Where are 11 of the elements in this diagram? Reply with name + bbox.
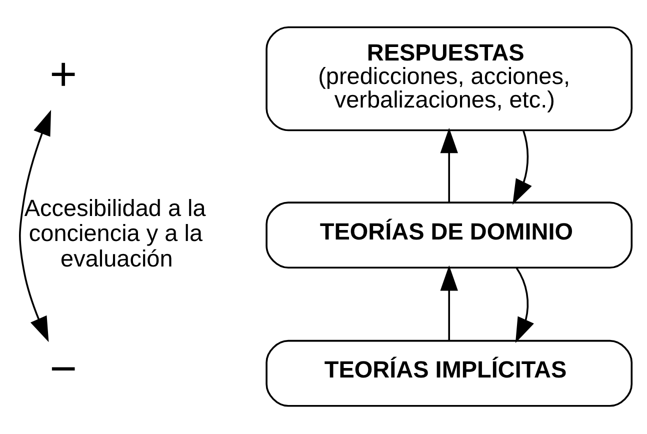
node-text: + [50,47,78,100]
edge-label: Accesibilidad a la conciencia y a la evaluación [24,194,206,272]
arrow [515,268,534,343]
node-box: TEORÍAS IMPLÍCITAS [266,340,633,407]
arrow [19,110,52,342]
node-text: − [50,342,78,395]
arrow [440,128,458,202]
node-box: RESPUESTAS (predicciones, acciones, verbalizaciones, etc.) [266,26,633,132]
arrow [440,265,458,340]
arrow [512,130,532,205]
node-box: TEORÍAS DE DOMINIO [266,202,633,268]
